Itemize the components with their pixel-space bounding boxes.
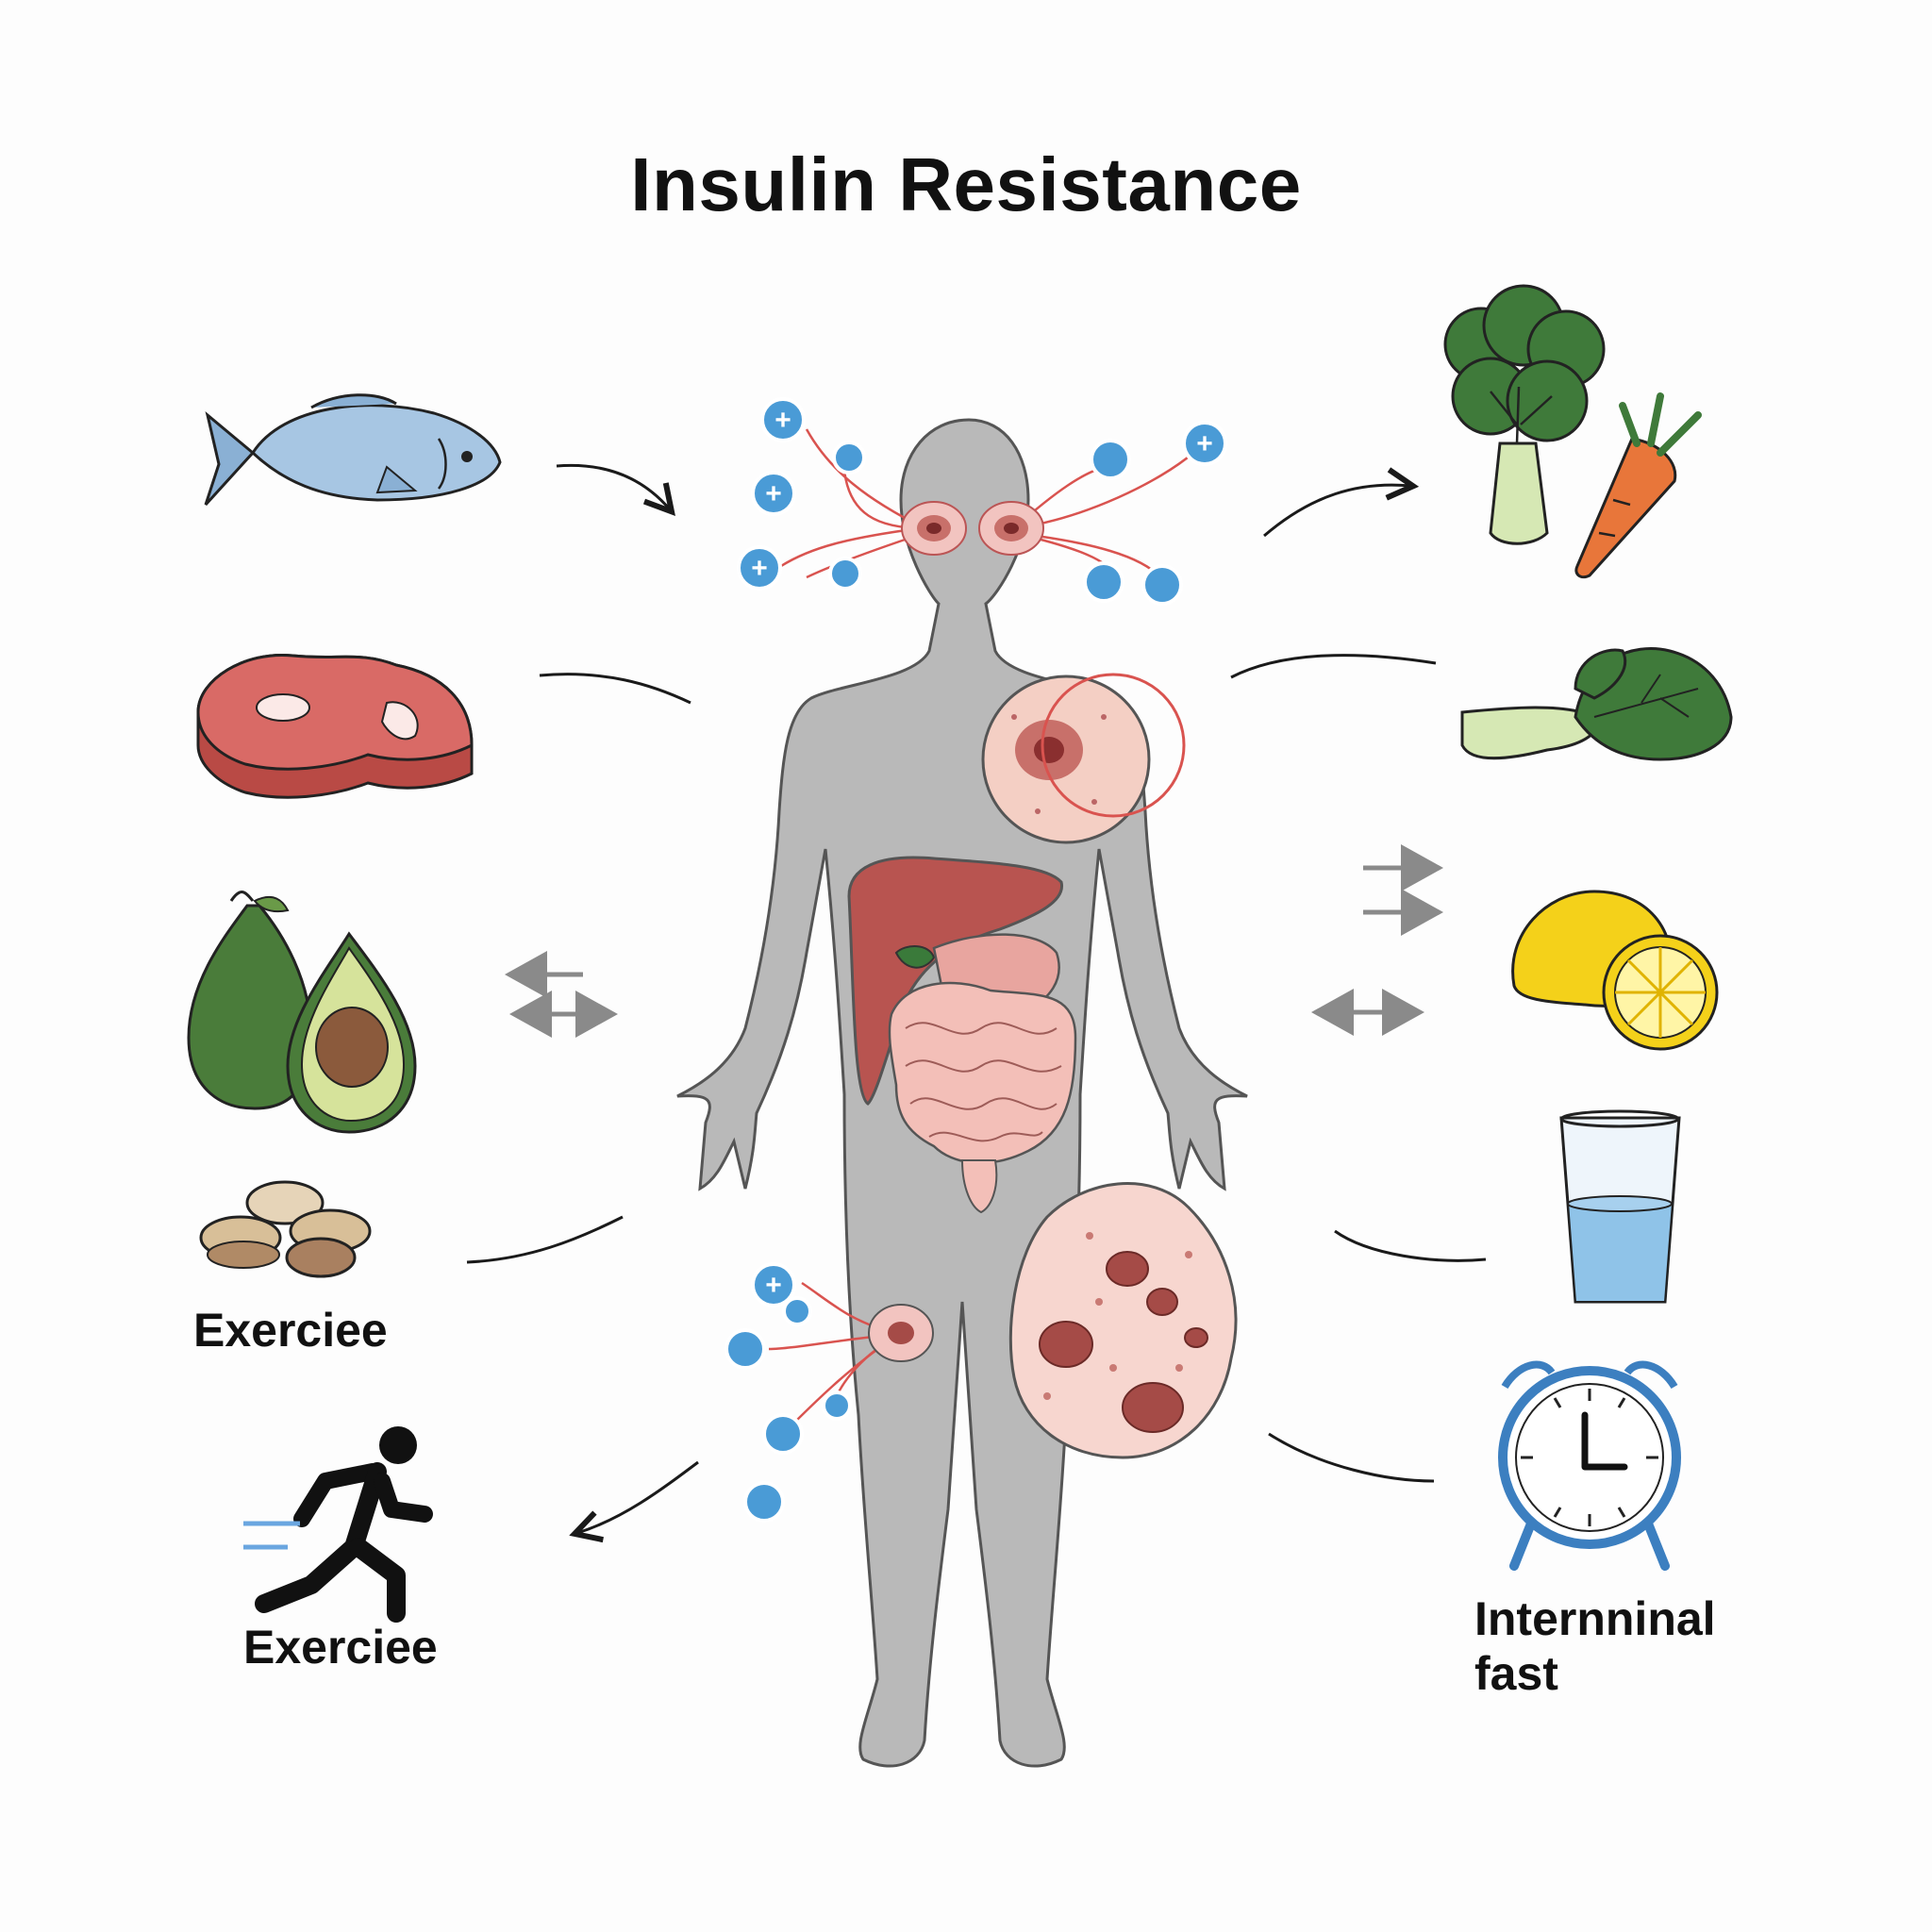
double-arrow-left	[505, 951, 618, 1038]
connector-clock	[1268, 1432, 1435, 1483]
arrow-body-to-exercise	[577, 1460, 699, 1533]
muscle-cell-icon	[981, 673, 1186, 844]
svg-text:+: +	[751, 553, 768, 584]
diagram-title: Insulin Resistance	[630, 142, 1302, 226]
intestines-icon	[888, 933, 1077, 1214]
leafy-greens-icon	[1460, 647, 1733, 761]
exercise-label-upper: Exerciee	[193, 1304, 388, 1357]
running-person-icon	[243, 1426, 433, 1623]
connector-steak	[539, 673, 691, 705]
molecule-icon	[737, 397, 1227, 606]
svg-text:+: +	[1196, 428, 1213, 459]
arrow-fish-to-body	[556, 463, 670, 509]
nuts-icon	[199, 1180, 372, 1278]
water-glass-icon	[1559, 1109, 1681, 1304]
svg-text:+: +	[765, 1270, 782, 1301]
avocado-icon	[187, 891, 417, 1134]
steak-icon	[196, 653, 474, 799]
svg-text:+: +	[774, 405, 791, 436]
fasting-label: Internninal fast	[1474, 1592, 1716, 1701]
carrot-icon	[1574, 392, 1702, 579]
arrow-to-vegetables	[1263, 485, 1410, 538]
fat-cell-icon	[1008, 1182, 1238, 1459]
fasting-label-line2: fast	[1474, 1646, 1558, 1700]
thigh-signaling-group: +	[724, 1262, 934, 1523]
brain-signaling-group: + + + +	[737, 397, 1227, 606]
alarm-clock-icon	[1498, 1360, 1681, 1571]
brain-cell-left	[901, 501, 967, 556]
equilibrium-arrows-right	[1311, 844, 1443, 1036]
fasting-label-line1: Internninal	[1474, 1592, 1716, 1645]
fish-icon	[204, 393, 502, 507]
connector-water	[1334, 1229, 1487, 1262]
exercise-label-lower: Exerciee	[243, 1621, 438, 1674]
brain-cell-right	[978, 501, 1044, 556]
connector-greens	[1230, 654, 1437, 679]
broccoli-icon	[1443, 284, 1606, 545]
connector-nuts	[466, 1215, 624, 1264]
lemon-icon	[1511, 890, 1719, 1051]
svg-text:+: +	[765, 478, 782, 509]
